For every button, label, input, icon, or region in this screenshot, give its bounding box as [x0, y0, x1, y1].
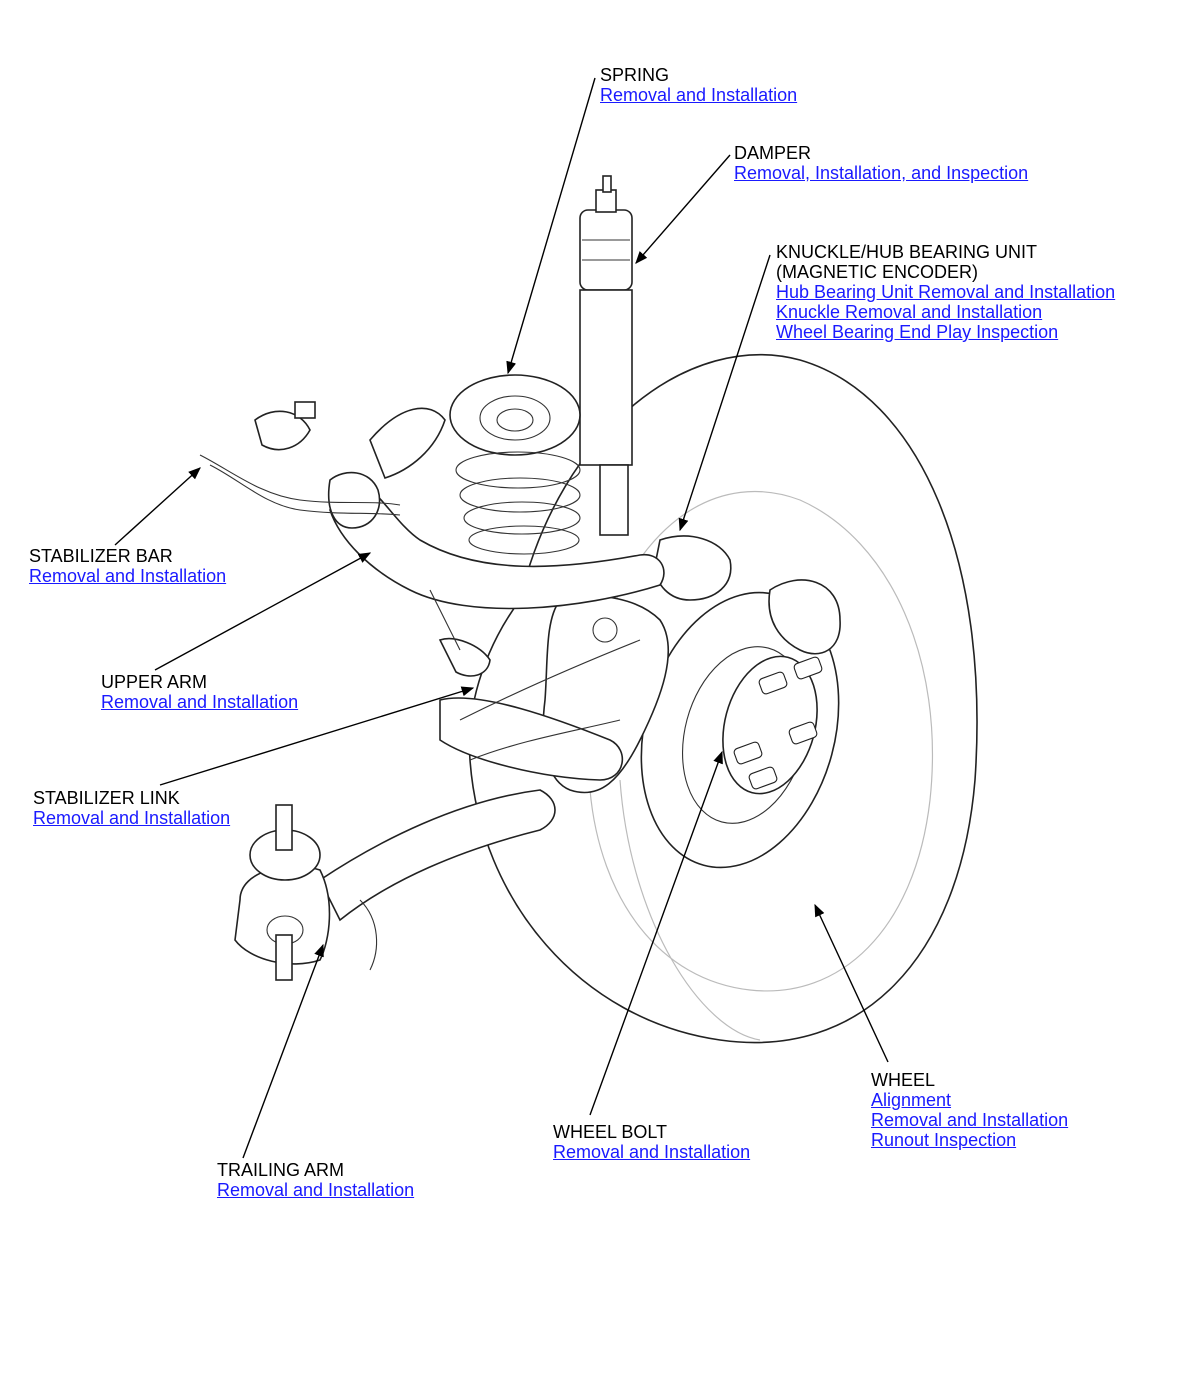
leader-upper-arm	[154, 552, 372, 671]
wheel-bolt-title: WHEEL BOLT	[553, 1122, 668, 1142]
callout-wheel-bolt: WHEEL BOLT Removal and Installation	[553, 1122, 750, 1162]
spring-title: SPRING	[600, 65, 670, 85]
leader-wheel	[814, 903, 889, 1063]
wheel-runout-link[interactable]: Runout Inspection	[871, 1130, 1017, 1150]
leader-spring	[506, 77, 596, 375]
wheel-bearing-inspection-link[interactable]: Wheel Bearing End Play Inspection	[776, 322, 1059, 342]
damper-title: DAMPER	[734, 143, 812, 163]
stabilizer-bar	[199, 401, 491, 677]
knuckle-subtitle: (MAGNETIC ENCODER)	[776, 262, 978, 282]
callout-upper-arm: UPPER ARM Removal and Installation	[101, 672, 298, 712]
leader-lines	[114, 77, 889, 1159]
hub-bearing-removal-link[interactable]: Hub Bearing Unit Removal and Installatio…	[776, 282, 1116, 302]
leader-trailing-arm	[242, 943, 324, 1159]
knuckle-title: KNUCKLE/HUB BEARING UNIT	[776, 242, 1038, 262]
trailing-arm-removal-link[interactable]: Removal and Installation	[217, 1180, 415, 1200]
leader-stabilizer-bar	[114, 467, 201, 546]
trailing-arm-title: TRAILING ARM	[217, 1160, 345, 1180]
upper-arm-removal-link[interactable]: Removal and Installation	[101, 692, 299, 712]
callout-trailing-arm: TRAILING ARM Removal and Installation	[217, 1160, 414, 1200]
trailing-arm	[234, 789, 556, 981]
damper-removal-link[interactable]: Removal, Installation, and Inspection	[734, 163, 1029, 183]
leader-damper	[635, 154, 731, 264]
wheel-title: WHEEL	[871, 1070, 936, 1090]
callout-wheel: WHEEL Alignment Removal and Installation…	[871, 1070, 1068, 1150]
wheel-removal-link[interactable]: Removal and Installation	[871, 1110, 1069, 1130]
upper-arm-title: UPPER ARM	[101, 672, 208, 692]
callout-damper: DAMPER Removal, Installation, and Inspec…	[734, 143, 1028, 183]
upper-arm	[328, 407, 665, 610]
damper	[579, 175, 633, 536]
callout-stabilizer-bar: STABILIZER BAR Removal and Installation	[29, 546, 226, 586]
wheel-alignment-link[interactable]: Alignment	[871, 1090, 952, 1110]
leader-stabilizer-link	[159, 686, 475, 786]
spring-removal-link[interactable]: Removal and Installation	[600, 85, 798, 105]
callout-knuckle: KNUCKLE/HUB BEARING UNIT (MAGNETIC ENCOD…	[776, 242, 1115, 342]
knuckle-removal-link[interactable]: Knuckle Removal and Installation	[776, 302, 1043, 322]
callout-stabilizer-link: STABILIZER LINK Removal and Installation	[33, 788, 230, 828]
spring	[449, 374, 581, 555]
callout-spring: SPRING Removal and Installation	[600, 65, 797, 105]
stabilizer-bar-title: STABILIZER BAR	[29, 546, 173, 566]
stabilizer-link-removal-link[interactable]: Removal and Installation	[33, 808, 231, 828]
leader-wheel-bolt	[589, 750, 723, 1116]
wheel-bolt-removal-link[interactable]: Removal and Installation	[553, 1142, 751, 1162]
lower-arm	[439, 639, 641, 781]
brake-disc	[640, 579, 841, 869]
leader-knuckle	[678, 254, 771, 532]
stabilizer-link-title: STABILIZER LINK	[33, 788, 180, 808]
stabilizer-bar-removal-link[interactable]: Removal and Installation	[29, 566, 227, 586]
